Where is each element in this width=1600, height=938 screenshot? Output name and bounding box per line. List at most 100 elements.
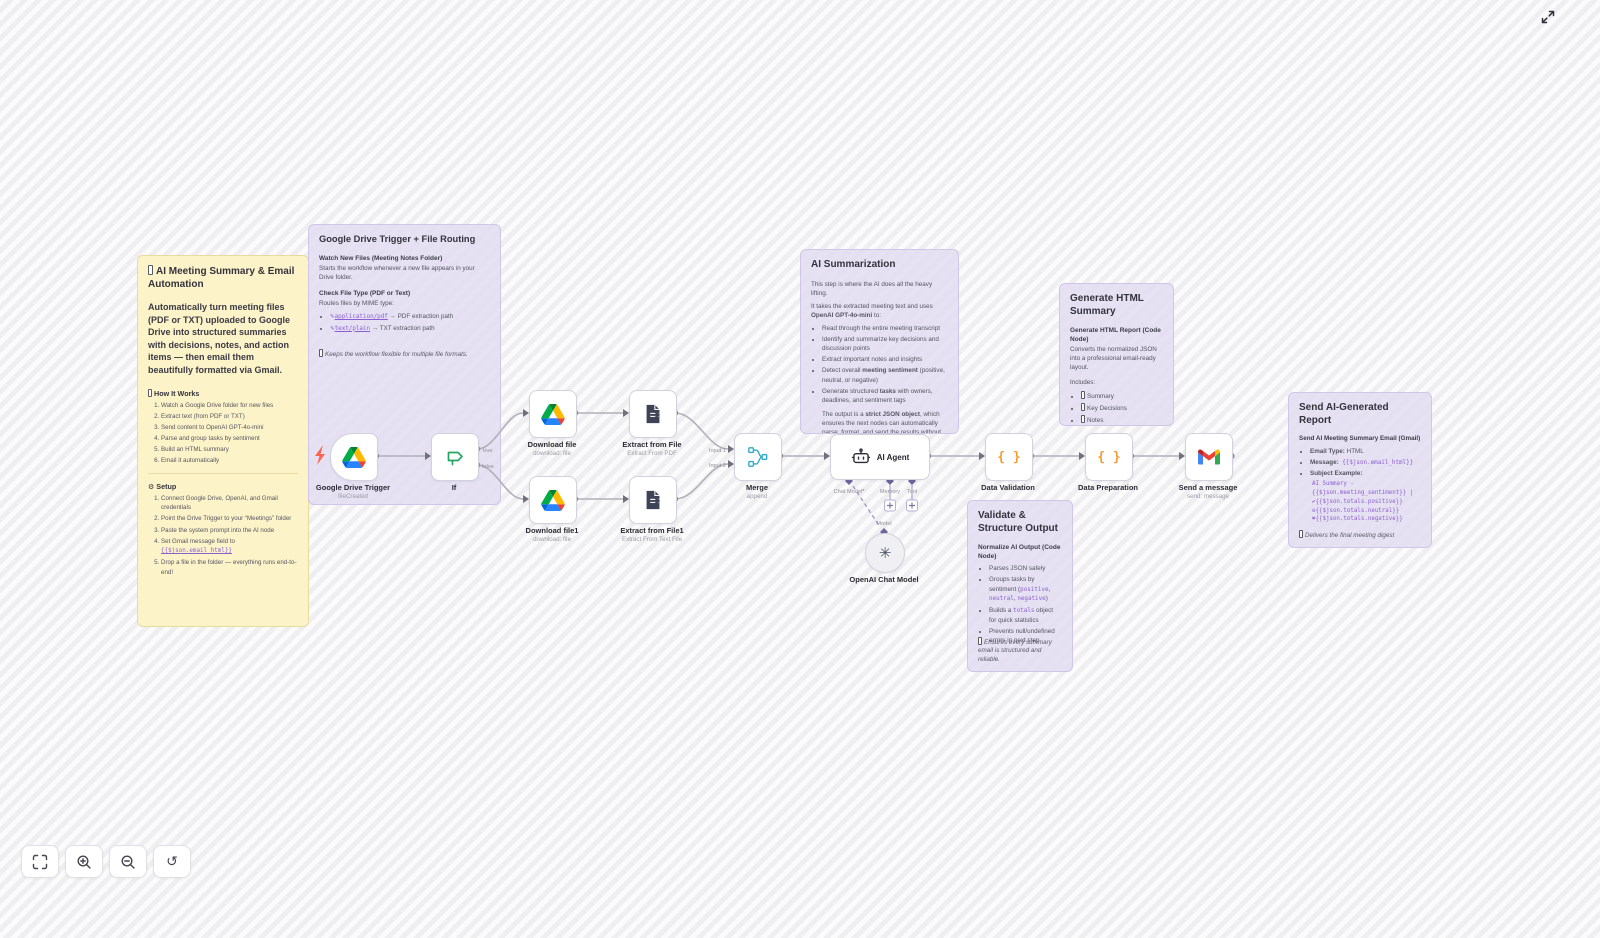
sticky-note-ai-summarization[interactable]: AI Summarization This step is where the … bbox=[800, 249, 959, 434]
text: Builds a bbox=[989, 606, 1014, 614]
sticky-note-overview[interactable]: AI Meeting Summary & Email Automation Au… bbox=[137, 255, 309, 627]
text: ) bbox=[1045, 595, 1048, 603]
undo-icon: ↺ bbox=[166, 853, 178, 870]
inline-code: text/plain bbox=[334, 325, 371, 332]
sticky-title: Generate HTML Summary bbox=[1070, 293, 1144, 317]
inline-code: totals bbox=[1013, 607, 1035, 614]
sub-heading: Send AI Meeting Summary Email (Gmail) bbox=[1299, 435, 1421, 442]
node-merge[interactable] bbox=[734, 433, 782, 481]
edge-agent-chatmodel-dashed bbox=[852, 485, 881, 528]
code-line: AI Summary - bbox=[1312, 480, 1354, 487]
zoom-out-button[interactable] bbox=[109, 845, 147, 878]
check-file-type-heading: Check File Type (PDF or Text) bbox=[319, 289, 411, 297]
model-port-label: Model bbox=[876, 521, 891, 527]
sticky-note-validate[interactable]: Validate & Structure Output Normalize AI… bbox=[967, 500, 1073, 672]
list-item: ✎application/pdf → PDF extraction path bbox=[330, 312, 490, 322]
text: , bbox=[1013, 595, 1018, 603]
quote-bar-icon bbox=[978, 636, 982, 645]
node-sublabel: fileCreated bbox=[338, 493, 368, 500]
list-item: Extract important notes and insights bbox=[822, 355, 948, 364]
sticky-note-generate-html[interactable]: Generate HTML Summary Generate HTML Repo… bbox=[1059, 283, 1174, 426]
document-bar-icon bbox=[1081, 402, 1085, 411]
list-item: Watch a Google Drive folder for new file… bbox=[161, 401, 298, 411]
inline-code: application/pdf bbox=[334, 314, 388, 321]
node-data-validation[interactable]: { } bbox=[985, 433, 1033, 481]
email-settings-list: Email Type: HTML Message: {{$json.email_… bbox=[1299, 447, 1421, 525]
text: Summary bbox=[1087, 392, 1114, 400]
tool-port-label: Tool bbox=[907, 489, 917, 495]
node-label: Data Validation bbox=[981, 483, 1035, 492]
fit-view-icon bbox=[32, 854, 48, 869]
node-google-drive-trigger[interactable] bbox=[330, 433, 378, 481]
text: (positive, neutral, or negative) bbox=[822, 367, 945, 384]
fit-view-button[interactable] bbox=[21, 845, 59, 878]
route-text: → PDF extraction path bbox=[387, 313, 454, 321]
node-download-file1[interactable] bbox=[529, 476, 577, 524]
node-label: Data Preparation bbox=[1077, 483, 1139, 492]
text: , bbox=[1048, 585, 1051, 593]
heading-text: Setup bbox=[156, 481, 177, 491]
node-label: AI Agent bbox=[876, 452, 910, 462]
add-tool-button[interactable] bbox=[906, 499, 918, 512]
code-line: ✔{{$json.totals.positive}} bbox=[1312, 498, 1403, 505]
node-openai-chat-model[interactable]: ✳ bbox=[865, 533, 905, 573]
list-item: Builds a totals object for quick statist… bbox=[989, 606, 1062, 625]
undo-button[interactable]: ↺ bbox=[153, 845, 191, 878]
node-ai-agent[interactable]: AI Agent bbox=[830, 434, 930, 480]
google-drive-icon bbox=[541, 403, 565, 425]
list-item: Key Decisions bbox=[1081, 402, 1163, 413]
list-item: Parses JSON safely bbox=[989, 564, 1062, 573]
expand-canvas-button[interactable] bbox=[1540, 9, 1558, 27]
plus-icon bbox=[887, 502, 893, 509]
list-item: Build an HTML summary bbox=[161, 445, 298, 455]
text: Generate structured bbox=[822, 387, 880, 395]
text: Groups tasks by sentiment ( bbox=[989, 576, 1035, 593]
zoom-in-button[interactable] bbox=[65, 845, 103, 878]
node-extract-from-file1[interactable] bbox=[629, 476, 677, 524]
sticky-footer: Ensures every summary email is structure… bbox=[978, 636, 1064, 665]
sticky-title: Send AI-Generated Report bbox=[1299, 402, 1389, 426]
node-data-preparation[interactable]: { } bbox=[1085, 433, 1133, 481]
bold-text: Message: bbox=[1310, 458, 1339, 466]
list-item: Groups tasks by sentiment (positive, neu… bbox=[989, 575, 1062, 604]
sticky-title: Validate & Structure Output bbox=[978, 510, 1058, 534]
bold-text: tasks bbox=[879, 387, 896, 395]
expand-icon bbox=[1541, 10, 1555, 24]
text: with owners, deadlines, and sentiment ta… bbox=[822, 387, 933, 405]
node-label: OpenAI Chat Model bbox=[849, 575, 919, 584]
text: Detect overall bbox=[822, 367, 863, 375]
how-it-works-list: Watch a Google Drive folder for new file… bbox=[148, 401, 298, 466]
node-label: If bbox=[451, 483, 457, 492]
node-if[interactable] bbox=[431, 433, 479, 481]
node-sublabel: download: file bbox=[533, 536, 571, 543]
footer-text: Keeps the workflow flexible for multiple… bbox=[325, 351, 468, 359]
node-sublabel: append bbox=[746, 493, 768, 500]
list-item: Message: {{$json.email_html}} bbox=[1310, 458, 1421, 468]
sticky-note-send-report[interactable]: Send AI-Generated Report Send AI Meeting… bbox=[1288, 392, 1432, 548]
validation-list: Parses JSON safely Groups tasks by senti… bbox=[978, 564, 1062, 645]
zoom-in-icon bbox=[77, 854, 91, 869]
add-memory-button[interactable] bbox=[884, 499, 896, 512]
node-label: Extract from File1 bbox=[620, 526, 684, 535]
node-sublabel: send: message bbox=[1187, 493, 1229, 500]
pencil-icon: ✎ bbox=[330, 325, 335, 332]
bold-text: OpenAI GPT-4o-mini bbox=[811, 311, 873, 319]
node-extract-from-file[interactable] bbox=[629, 390, 677, 438]
bold-text: Email Type: bbox=[1310, 447, 1345, 455]
openai-logo-icon: ✳ bbox=[878, 544, 892, 562]
text: HTML bbox=[1344, 447, 1364, 455]
node-download-file[interactable] bbox=[529, 390, 577, 438]
list-item: Notes bbox=[1081, 414, 1163, 425]
check-file-type-body: Routes files by MIME type: bbox=[319, 300, 394, 308]
plus-icon bbox=[909, 502, 915, 509]
memory-port-label: Memory bbox=[880, 489, 900, 495]
code-line: ✖{{$json.totals.negative}} bbox=[1312, 516, 1403, 523]
text: The output is a bbox=[822, 410, 866, 418]
node-send-a-message[interactable] bbox=[1185, 433, 1233, 481]
sticky-title: AI Meeting Summary & Email Automation bbox=[148, 265, 298, 291]
list-item: Point the Drive Trigger to your “Meeting… bbox=[161, 514, 298, 524]
sub-heading: Generate HTML Report (Code Node) bbox=[1070, 327, 1161, 344]
merge-icon bbox=[748, 447, 768, 467]
subject-example-code: AI Summary - {{$json.meeting_sentiment}}… bbox=[1312, 480, 1421, 525]
